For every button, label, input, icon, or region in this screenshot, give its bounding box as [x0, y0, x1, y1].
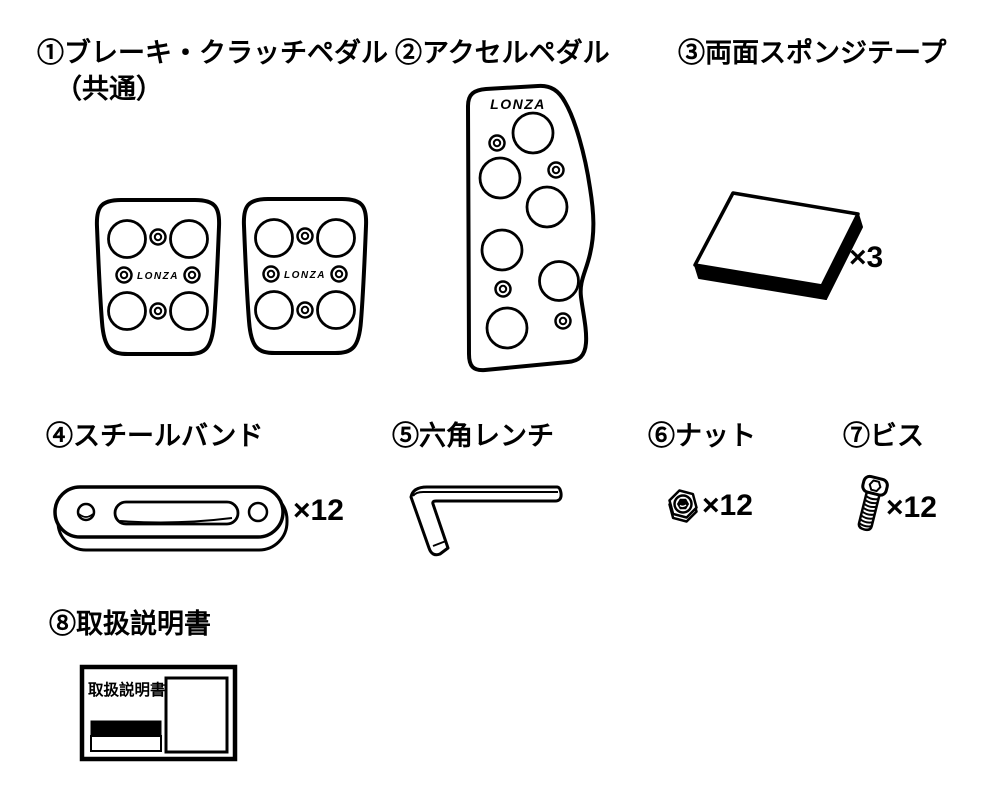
item4-label: ④スチールバンド [46, 421, 264, 451]
item6-label: ⑥ナット [648, 421, 756, 451]
item3-quantity: ×3 [849, 241, 884, 274]
item4-quantity: ×12 [293, 494, 344, 527]
item2-label: ②アクセルペダル [395, 38, 610, 68]
sponge-tape-drawing [693, 191, 863, 300]
manual-drawing: 取扱説明書 [79, 664, 238, 762]
pedal-pad-right: LONZA [241, 197, 369, 355]
item7-label: ⑦ビス [843, 421, 924, 451]
brake-clutch-pedals-drawing: LONZA LONZA [94, 197, 369, 356]
accelerator-pedal-drawing: LONZA [466, 83, 596, 373]
hex-wrench-drawing [409, 485, 563, 557]
item3-label: ③両面スポンジテープ [678, 38, 947, 68]
item8-label: ⑧取扱説明書 [49, 609, 211, 639]
lonza-logo: LONZA [490, 96, 546, 112]
lonza-logo: LONZA [137, 271, 179, 282]
pedal-pad-left: LONZA [94, 198, 222, 356]
manual-cover-title: 取扱説明書 [88, 680, 166, 699]
screw-drawing [857, 474, 889, 532]
item6-quantity: ×12 [702, 489, 753, 522]
steel-band-drawing [53, 485, 289, 552]
item7-quantity: ×12 [886, 491, 937, 524]
item1-label-line2: （共通） [55, 74, 163, 104]
nut-drawing [668, 489, 698, 523]
item5-label: ⑤六角レンチ [392, 421, 554, 451]
item1-label: ①ブレーキ・クラッチペダル [37, 38, 388, 68]
lonza-logo: LONZA [284, 270, 326, 281]
